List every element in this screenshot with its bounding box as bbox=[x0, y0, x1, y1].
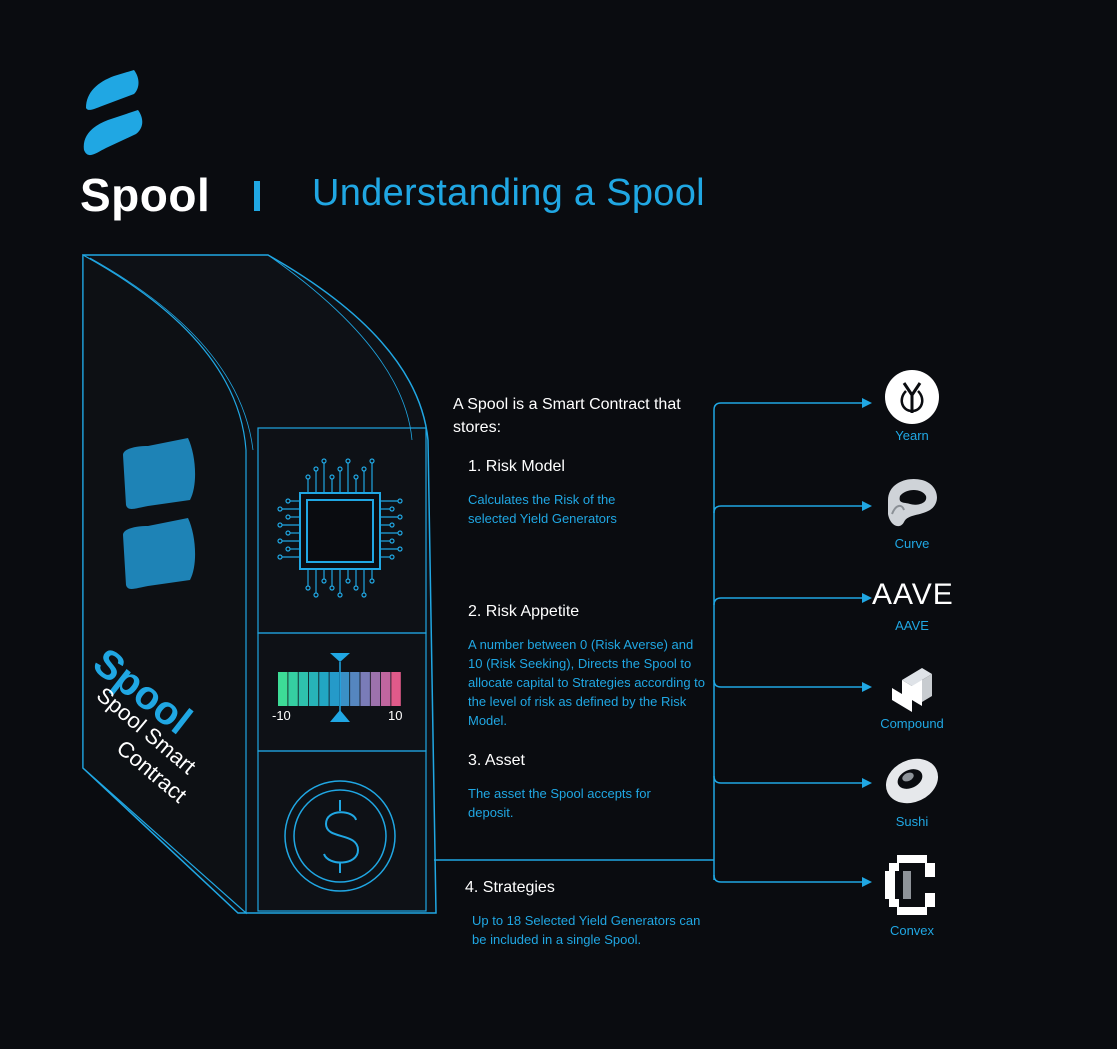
protocol-label-convex: Convex bbox=[889, 923, 935, 938]
section-text-risk-model: Calculates the Risk of the selected Yiel… bbox=[468, 492, 617, 526]
meter-bar bbox=[339, 672, 350, 706]
meter-bar bbox=[319, 672, 329, 706]
meter-max-label: 10 bbox=[388, 708, 403, 723]
section-heading-risk-model: 1. Risk Model bbox=[468, 458, 565, 475]
meter-top-pointer bbox=[330, 653, 350, 662]
section-text-strategies: Up to 18 Selected Yield Generators can b… bbox=[472, 913, 701, 947]
chip-icon bbox=[277, 458, 403, 598]
meter-bar bbox=[298, 672, 309, 706]
meter-bar bbox=[370, 672, 381, 706]
protocol-label-curve: Curve bbox=[894, 536, 930, 551]
section-heading-risk-appetite: 2. Risk Appetite bbox=[468, 603, 580, 620]
meter-bar bbox=[391, 672, 401, 706]
meter-bar bbox=[329, 672, 339, 706]
protocol-label-aave: AAVE bbox=[895, 618, 929, 633]
sushi-icon bbox=[885, 758, 939, 804]
title-separator bbox=[254, 181, 260, 211]
dollar-coin-icon bbox=[284, 780, 396, 892]
meter-bar bbox=[278, 672, 288, 706]
section-text-risk-appetite: A number between 0 (Risk Averse) and 10 … bbox=[468, 637, 706, 728]
brand-wordmark: Spool bbox=[80, 169, 211, 221]
section-text-asset: The asset the Spool accepts for deposit. bbox=[468, 786, 651, 820]
meter-bar bbox=[350, 672, 360, 706]
meter-bar bbox=[360, 672, 370, 706]
protocol-label-sushi: Sushi bbox=[895, 814, 929, 829]
meter-bar bbox=[381, 672, 391, 706]
intro-text: A Spool is a Smart Contract that stores: bbox=[453, 396, 681, 436]
section-heading-strategies: 4. Strategies bbox=[465, 879, 555, 896]
meter-min-label: -10 bbox=[272, 708, 291, 723]
meter-bar bbox=[288, 672, 298, 706]
smart-contract-device bbox=[82, 253, 437, 915]
yearn-icon bbox=[885, 370, 939, 424]
aave-icon: AAVE bbox=[872, 578, 954, 611]
spool-logo-icon bbox=[83, 70, 143, 156]
protocol-label-yearn: Yearn bbox=[895, 428, 929, 443]
curve-icon bbox=[888, 478, 937, 527]
meter-bar bbox=[308, 672, 319, 706]
page-title: Understanding a Spool bbox=[312, 172, 705, 214]
compound-icon bbox=[892, 668, 932, 712]
protocol-label-compound: Compound bbox=[880, 716, 944, 731]
risk-meter-bars bbox=[278, 653, 401, 722]
meter-bottom-pointer bbox=[330, 710, 350, 722]
convex-icon bbox=[885, 855, 935, 915]
risk-meter: -10 10 bbox=[270, 650, 410, 730]
section-heading-asset: 3. Asset bbox=[468, 752, 525, 769]
